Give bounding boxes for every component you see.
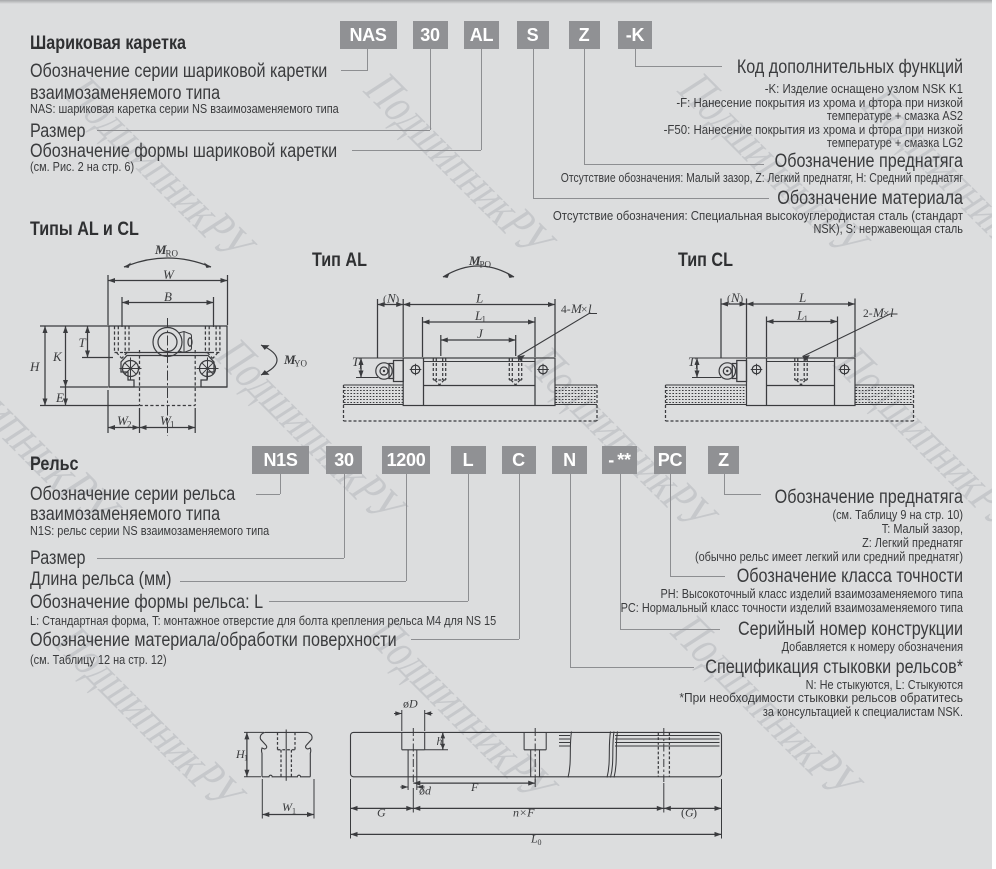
- svg-text:T: T: [79, 335, 87, 350]
- svg-text:×: ×: [581, 304, 588, 316]
- svg-text:1: 1: [244, 754, 248, 763]
- svg-text:D: D: [408, 697, 418, 711]
- svg-text:W: W: [117, 413, 129, 428]
- svg-text:(: (: [727, 293, 731, 305]
- svg-text:1: 1: [694, 361, 699, 371]
- svg-text:): ): [693, 806, 697, 820]
- svg-text:W: W: [163, 267, 175, 282]
- svg-text:F: F: [470, 780, 479, 794]
- svg-text:W: W: [282, 800, 293, 814]
- svg-text:ø: ø: [403, 697, 409, 711]
- svg-text:): ): [396, 294, 400, 306]
- svg-text:M: M: [283, 352, 296, 367]
- svg-text:×: ×: [883, 308, 890, 320]
- svg-text:YO: YO: [294, 359, 307, 369]
- svg-text:PO: PO: [480, 260, 492, 270]
- svg-text:d: d: [425, 784, 432, 798]
- svg-text:l: l: [588, 301, 592, 316]
- svg-text:(: (: [383, 294, 387, 306]
- svg-text:H: H: [29, 359, 40, 374]
- svg-text:T: T: [688, 354, 696, 369]
- svg-text:1: 1: [292, 807, 296, 816]
- svg-text:1: 1: [170, 420, 175, 430]
- svg-text:L: L: [796, 308, 804, 323]
- svg-text:J: J: [477, 326, 484, 341]
- svg-text:T: T: [352, 354, 360, 369]
- svg-text:E: E: [55, 390, 64, 405]
- svg-text:N: N: [386, 291, 397, 306]
- svg-text:l: l: [890, 305, 894, 320]
- svg-text:M: M: [468, 253, 481, 268]
- svg-text:G: G: [377, 806, 386, 820]
- svg-text:RO: RO: [166, 249, 179, 259]
- svg-text:2-: 2-: [863, 308, 873, 320]
- svg-text:G: G: [685, 806, 694, 820]
- svg-text:M: M: [570, 301, 583, 316]
- svg-text:n×F: n×F: [513, 806, 535, 820]
- svg-text:1: 1: [358, 361, 363, 371]
- svg-text:K: K: [52, 349, 63, 364]
- svg-text:1: 1: [804, 314, 809, 324]
- svg-text:1: 1: [482, 315, 487, 325]
- svg-text:L: L: [474, 308, 482, 323]
- svg-text:W: W: [160, 413, 172, 428]
- svg-text:h: h: [437, 734, 443, 748]
- svg-text:0: 0: [538, 838, 542, 847]
- svg-text:H: H: [235, 747, 246, 761]
- svg-text:L: L: [530, 832, 538, 846]
- svg-text:(: (: [681, 806, 685, 820]
- svg-text:L: L: [475, 291, 483, 306]
- svg-text:B: B: [164, 289, 172, 304]
- svg-text:M: M: [872, 305, 885, 320]
- svg-text:ø: ø: [419, 784, 425, 798]
- svg-text:): ): [740, 293, 744, 305]
- svg-text:L: L: [798, 290, 806, 305]
- svg-text:N: N: [730, 290, 741, 305]
- svg-text:4-: 4-: [561, 304, 571, 316]
- svg-text:2: 2: [127, 420, 132, 430]
- svg-text:M: M: [154, 242, 167, 257]
